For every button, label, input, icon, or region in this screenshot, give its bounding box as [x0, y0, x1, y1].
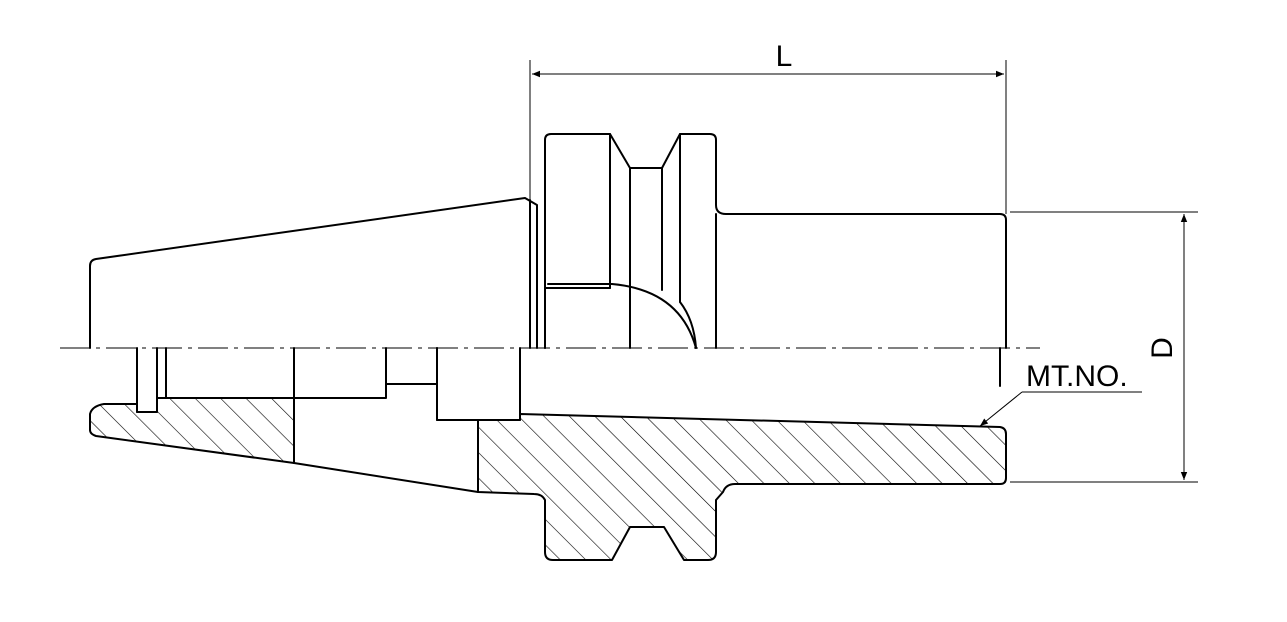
dimension-diameter: D	[1010, 211, 1198, 483]
upper-half-outline	[89, 133, 1007, 349]
dimension-length: L	[529, 40, 1007, 214]
lower-half-section	[89, 347, 1007, 561]
dimension-diameter-label: D	[1146, 337, 1179, 359]
taper-callout: MT.NO.	[979, 360, 1142, 427]
dimension-length-label: L	[776, 40, 793, 73]
taper-callout-label: MT.NO.	[1026, 360, 1128, 393]
